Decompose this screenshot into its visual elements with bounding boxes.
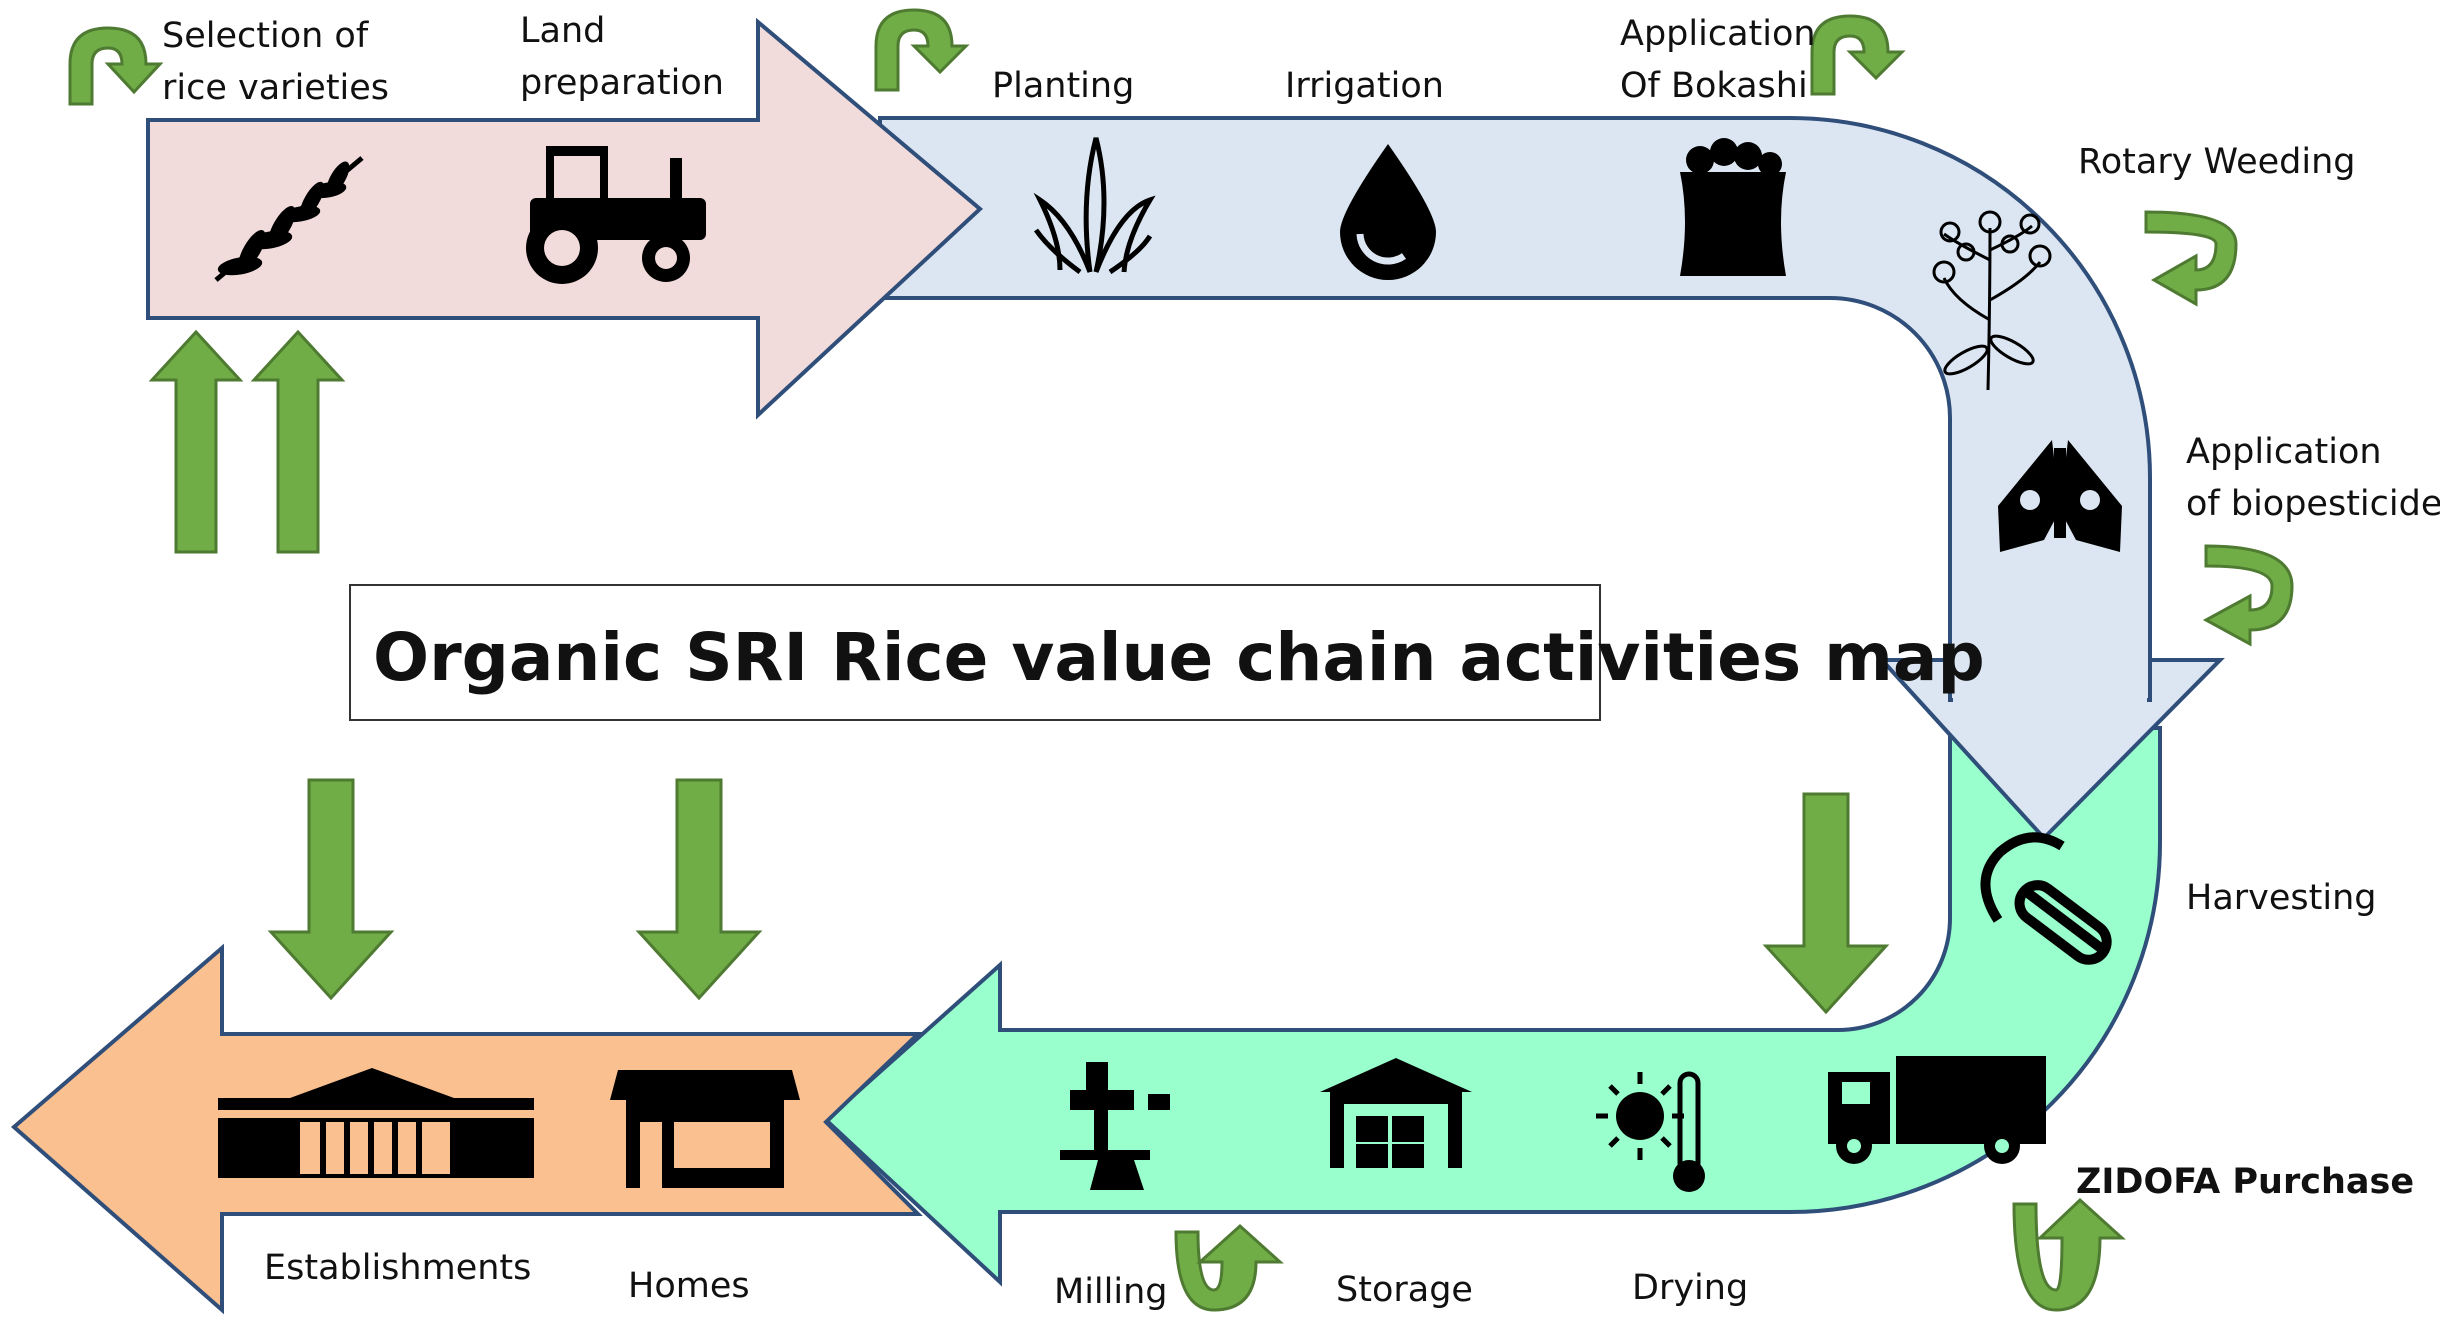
seedling-icon <box>1033 137 1156 275</box>
bokashi-loop-arrow <box>1810 14 1906 96</box>
shop-icon <box>610 1070 800 1188</box>
production-stage-band <box>878 116 2225 841</box>
weeding-loop-arrow <box>2144 210 2238 307</box>
harvesting-label: Harvesting <box>2186 878 2377 918</box>
milling-feedback-arrow <box>1174 1223 1284 1312</box>
input-feedback-arrow-1 <box>150 330 242 554</box>
rice-plant-icon <box>214 156 364 282</box>
title-box <box>349 584 1601 721</box>
establishments-demand-arrow <box>269 778 393 1000</box>
homes-label: Homes <box>628 1266 750 1306</box>
establishments-label: Establishments <box>264 1248 532 1288</box>
weed-plant-icon <box>1932 210 2052 391</box>
planting-loop-arrow <box>874 8 970 92</box>
zidofa-feedback-arrow <box>2012 1197 2126 1312</box>
storage-label: Storage <box>1336 1270 1473 1310</box>
land-prep-label-line2: preparation <box>520 63 724 103</box>
moth-icon <box>1998 440 2122 552</box>
milling-machine-icon <box>1060 1062 1170 1190</box>
planting-label: Planting <box>992 66 1135 106</box>
zidofa-label: ZIDOFA Purchase <box>2076 1162 2415 1202</box>
biopesticides-label: Application of biopesticides <box>2186 426 2440 530</box>
weeding-label: Rotary Weeding <box>2078 142 2356 182</box>
warehouse-icon <box>1320 1058 1472 1168</box>
land-prep-label-line1: Land <box>520 11 606 51</box>
drying-label: Drying <box>1632 1268 1749 1308</box>
biopesticides-label-line1: Application <box>2186 432 2382 472</box>
postharvest-stage-band <box>823 726 2162 1287</box>
selection-label: Selection of rice varieties <box>162 10 389 114</box>
drying-input-arrow <box>1764 792 1888 1014</box>
bokashi-label-line2: Of Bokashi <box>1620 66 1808 106</box>
selection-loop-arrow <box>68 26 164 106</box>
biopesticides-label-line2: of biopesticides <box>2186 484 2440 524</box>
bokashi-label: Application Of Bokashi <box>1620 8 1816 112</box>
diagram-title: Organic SRI Rice value chain activities … <box>373 619 1985 696</box>
fertilizer-sack-icon <box>1680 138 1786 276</box>
truck-icon <box>1828 1056 2046 1164</box>
sun-thermometer-icon <box>1596 1071 1705 1192</box>
selection-label-line2: rice varieties <box>162 68 390 108</box>
building-icon <box>218 1068 534 1178</box>
sickle-icon <box>1980 832 2112 965</box>
water-drop-icon <box>1340 144 1436 280</box>
milling-label: Milling <box>1054 1272 1168 1312</box>
input-feedback-arrow-2 <box>252 330 344 554</box>
biopesticides-loop-arrow <box>2202 544 2294 647</box>
tractor-icon <box>526 146 706 284</box>
land-prep-label: Land preparation <box>520 5 724 109</box>
homes-demand-arrow <box>637 778 761 1000</box>
selection-label-line1: Selection of <box>162 16 369 56</box>
irrigation-label: Irrigation <box>1285 66 1444 106</box>
bokashi-label-line1: Application <box>1620 14 1816 54</box>
